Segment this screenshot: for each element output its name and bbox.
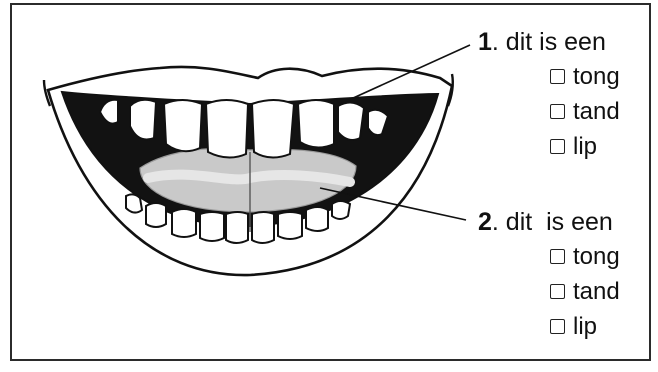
q1-option-lip-label: lip xyxy=(573,133,597,161)
question-1-prompt: 1. dit is een xyxy=(478,28,620,57)
q2-checkbox-lip[interactable] xyxy=(550,319,565,334)
q1-checkbox-lip[interactable] xyxy=(550,139,565,154)
q1-checkbox-tand[interactable] xyxy=(550,104,565,119)
q1-checkbox-tong[interactable] xyxy=(550,69,565,84)
q1-option-tong-label: tong xyxy=(573,63,620,91)
question-1-text: . dit is een xyxy=(492,28,606,56)
q2-option-lip[interactable]: lip xyxy=(550,309,620,344)
q1-option-tand-label: tand xyxy=(573,98,620,126)
q2-option-tand-label: tand xyxy=(573,278,620,306)
q2-option-tand[interactable]: tand xyxy=(550,274,620,309)
q2-option-lip-label: lip xyxy=(573,313,597,341)
q1-option-lip[interactable]: lip xyxy=(550,129,620,164)
q2-option-tong-label: tong xyxy=(573,243,620,271)
q2-checkbox-tand[interactable] xyxy=(550,284,565,299)
question-2-text: . dit is een xyxy=(492,208,613,236)
q2-option-tong[interactable]: tong xyxy=(550,239,620,274)
question-2-number: 2 xyxy=(478,208,492,236)
q1-option-tong[interactable]: tong xyxy=(550,59,620,94)
question-2-prompt: 2. dit is een xyxy=(478,208,620,237)
q1-option-tand[interactable]: tand xyxy=(550,94,620,129)
question-1: 1. dit is een tong tand lip xyxy=(478,28,620,164)
q2-checkbox-tong[interactable] xyxy=(550,249,565,264)
question-1-number: 1 xyxy=(478,28,492,56)
question-2: 2. dit is een tong tand lip xyxy=(478,208,620,344)
